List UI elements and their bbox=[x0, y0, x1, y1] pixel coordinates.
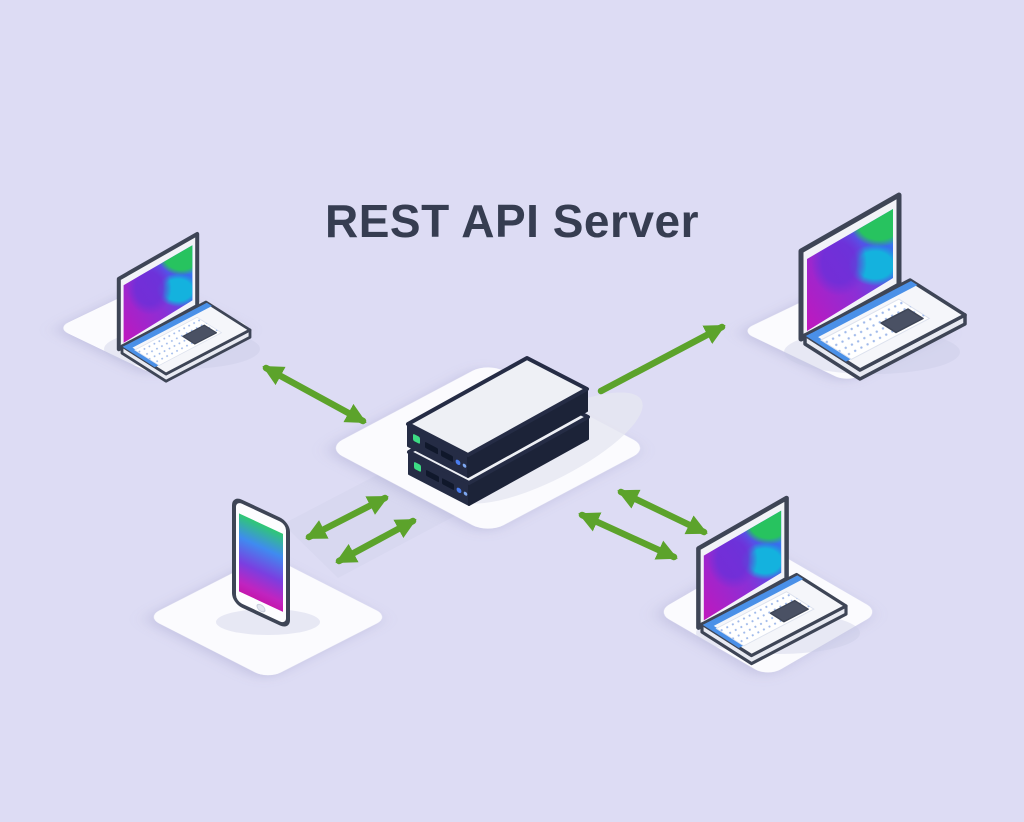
phone-screen bbox=[239, 513, 283, 612]
arrow-laptop-bottom-right-bidirectional-1 bbox=[617, 488, 708, 536]
arrow-phone-bidirectional-2 bbox=[335, 517, 417, 565]
arrow-laptop-top-left-bidirectional bbox=[262, 364, 367, 425]
home-button-icon bbox=[256, 603, 266, 613]
arrow-to-laptop-top-right bbox=[597, 323, 726, 395]
smartphone-icon bbox=[232, 498, 290, 627]
arrow-laptop-bottom-right-bidirectional-2 bbox=[578, 511, 678, 561]
arrow-phone-bidirectional-1 bbox=[305, 494, 389, 541]
page-title: REST API Server bbox=[325, 195, 699, 247]
connections bbox=[262, 323, 726, 565]
shadow-phone bbox=[216, 609, 320, 635]
